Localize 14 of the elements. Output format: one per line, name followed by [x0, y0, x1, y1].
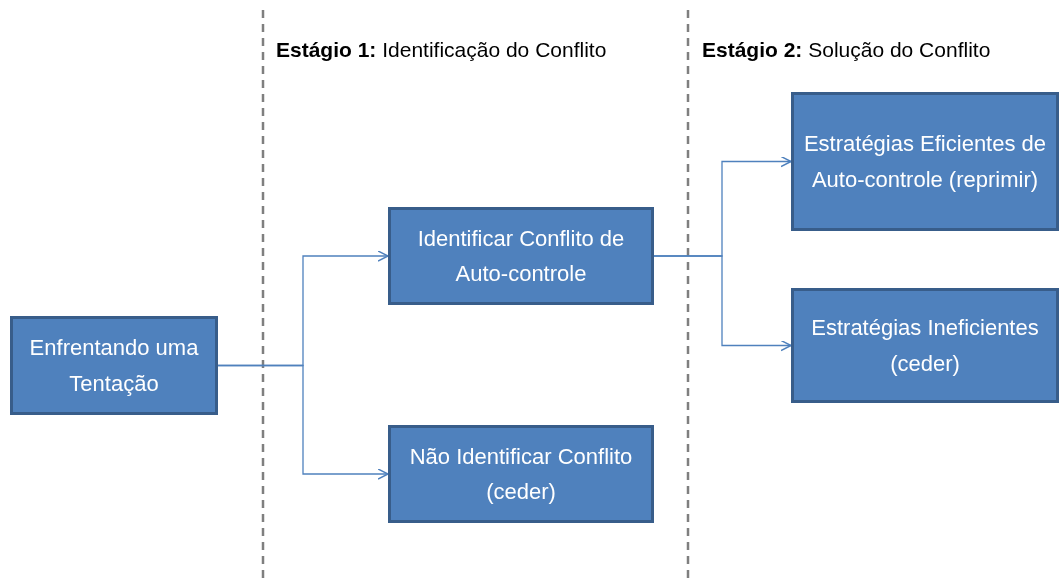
box-text: Estratégias Eficientes de Auto-controle (reprimir) [802, 130, 1048, 194]
stage-heading: Estágio 1: Identificação do Conflito [276, 37, 607, 63]
process-box [10, 316, 218, 415]
box-text: Identificar Conflito de Auto-controle [416, 224, 626, 288]
arrow [653, 255, 792, 352]
stage-heading: Estágio 2: Solução do Conflito [702, 37, 991, 63]
process-box [388, 425, 654, 523]
box-text: Não Identificar Conflito (ceder) [408, 442, 634, 506]
box-text: Enfrentando uma Tentação [28, 334, 200, 398]
box-text: Estratégias Ineficientes (ceder) [810, 314, 1040, 378]
process-box [791, 288, 1059, 403]
process-box [388, 207, 654, 305]
arrow [217, 364, 389, 480]
process-box [791, 92, 1059, 231]
